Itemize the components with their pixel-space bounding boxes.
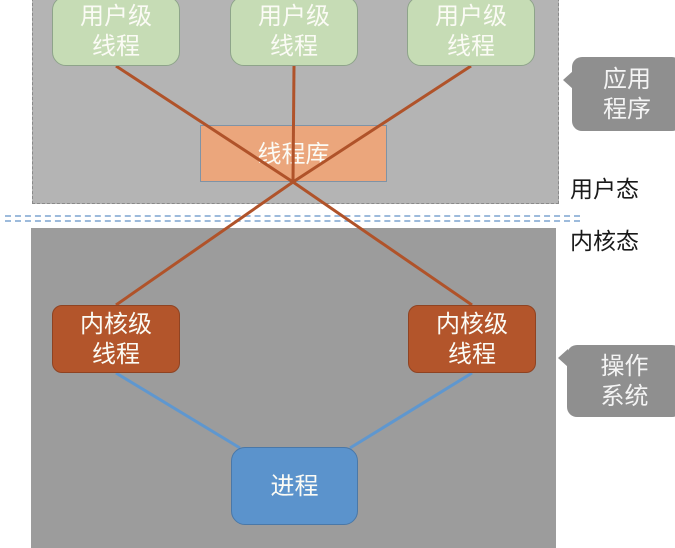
kernel-thread-box: 内核级 线程: [52, 305, 180, 373]
kernel-mode-label: 内核态: [570, 229, 639, 255]
user-thread-box: 用户级 线程: [230, 0, 358, 66]
user-thread-box: 用户级 线程: [407, 0, 535, 66]
application-callout-line1: 应用: [603, 65, 651, 93]
user-thread-label-line2: 线程: [270, 32, 318, 60]
mode-boundary-line: [5, 215, 580, 217]
operating-system-callout-line2: 系统: [600, 382, 649, 410]
user-thread-label-line2: 线程: [92, 32, 140, 60]
user-thread-label-line1: 用户级: [258, 2, 330, 30]
process-box: 进程: [231, 447, 358, 525]
operating-system-callout-line1: 操作: [600, 352, 649, 380]
mode-boundary-line: [5, 220, 580, 222]
kernel-thread-label-line1: 内核级: [80, 310, 152, 338]
process-label: 进程: [270, 472, 319, 500]
kernel-thread-label-line2: 线程: [92, 340, 140, 368]
user-thread-box: 用户级 线程: [52, 0, 180, 66]
kernel-thread-box: 内核级 线程: [408, 305, 536, 373]
thread-library-label: 线程库: [257, 139, 330, 168]
kernel-thread-label-line1: 内核级: [436, 310, 508, 338]
user-thread-label-line1: 用户级: [435, 2, 507, 30]
user-thread-label-line2: 线程: [447, 32, 495, 60]
application-callout: 应用 程序: [563, 57, 675, 131]
user-thread-label-line1: 用户级: [80, 2, 152, 30]
operating-system-callout: 操作 系统: [558, 345, 675, 417]
user-mode-label: 用户态: [570, 177, 639, 203]
thread-library-box: 线程库: [200, 125, 387, 182]
kernel-thread-label-line2: 线程: [448, 340, 496, 368]
application-callout-line2: 程序: [603, 95, 651, 123]
